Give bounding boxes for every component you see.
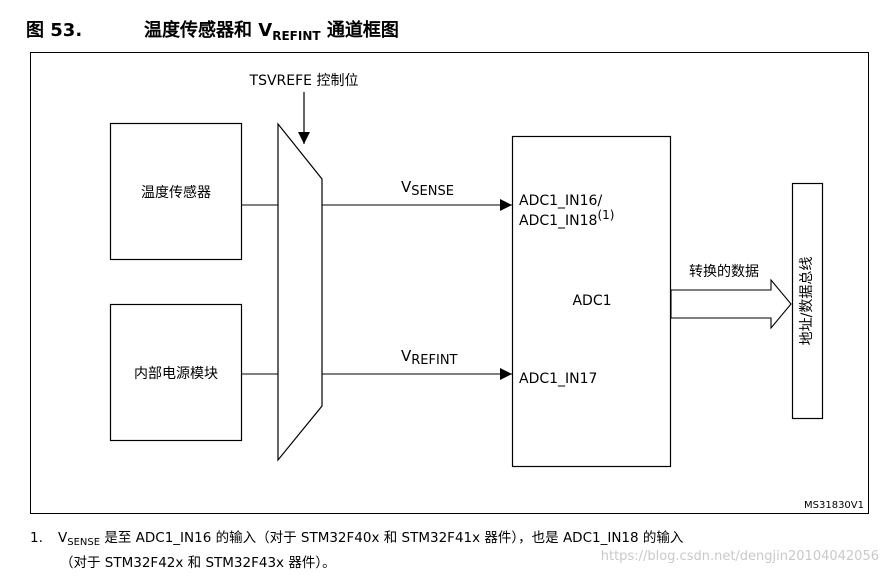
footnote-line-1: 1. VSENSE 是至 ADC1_IN16 的输入（对于 STM32F40x 和…	[30, 528, 683, 553]
vsense-label: VSENSE	[401, 178, 454, 199]
bus-label: 地址/数据总线	[799, 257, 815, 346]
footnote-v-sub: SENSE	[67, 537, 101, 548]
converted-data-arrow	[670, 278, 792, 330]
temp-sensor-label: 温度传感器	[141, 184, 211, 201]
adc-label: ADC1	[572, 293, 611, 309]
bus-block	[791, 182, 824, 420]
figure-title-sub: REFINT	[272, 29, 321, 43]
adc-in16-label: ADC1_IN16/	[519, 193, 602, 209]
figure-title-prefix: 温度传感器和	[144, 20, 259, 41]
watermark: https://blog.csdn.net/dengjin20104042056	[600, 549, 879, 564]
footnote-index: 1.	[30, 530, 43, 546]
figure-number: 图 53.	[26, 20, 83, 41]
adc-in18-label: ADC1_IN18(1)	[519, 208, 614, 229]
diagram-frame	[30, 52, 869, 514]
footnote-text-1: 是至 ADC1_IN16 的输入（对于 STM32F40x 和 STM32F41…	[100, 530, 684, 546]
control-label: TSVREFE 控制位	[249, 73, 359, 89]
temp-sensor-block	[109, 122, 243, 261]
vrefint-label: VREFINT	[401, 347, 458, 368]
figure-title-v: V	[258, 20, 273, 41]
adc-in17-label: ADC1_IN17	[519, 371, 597, 387]
converted-data-label: 转换的数据	[689, 263, 759, 280]
footnote-v: V	[58, 530, 68, 546]
internal-power-label: 内部电源模块	[134, 366, 218, 382]
footnote-line-2: （对于 STM32F42x 和 STM32F43x 器件）。	[60, 555, 336, 571]
footnote: 1. VSENSE 是至 ADC1_IN16 的输入（对于 STM32F40x 和…	[30, 528, 683, 574]
internal-power-block	[109, 303, 243, 442]
diagram-code: MS31830V1	[804, 500, 864, 511]
multiplexer	[277, 122, 323, 462]
figure-title: 图 53. 温度传感器和 VREFINT 通道框图	[26, 16, 399, 43]
figure-title-suffix: 通道框图	[320, 20, 399, 41]
